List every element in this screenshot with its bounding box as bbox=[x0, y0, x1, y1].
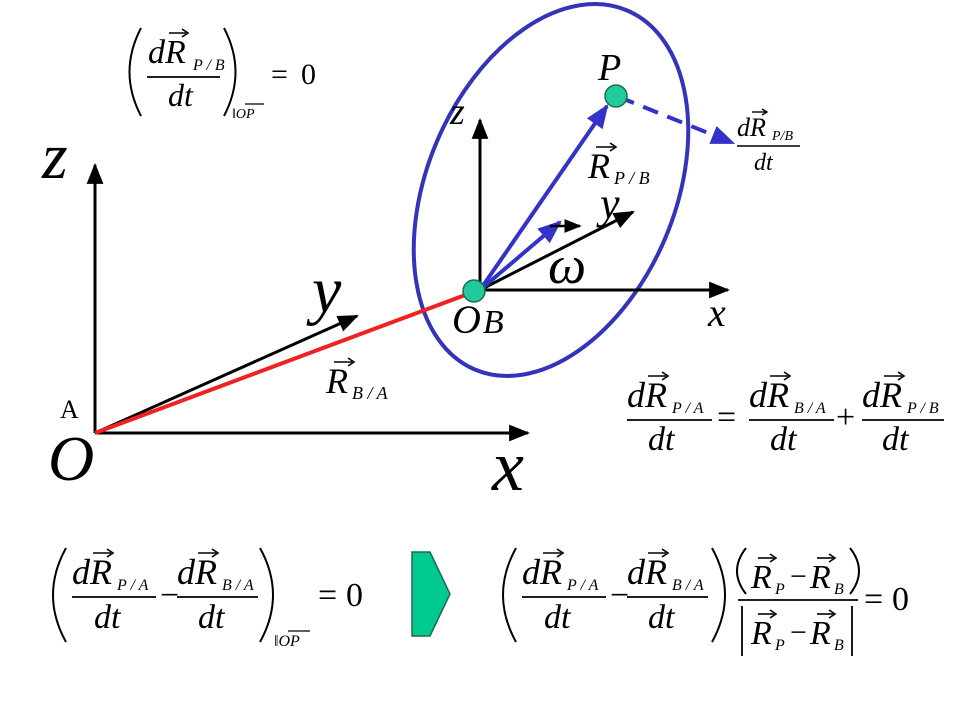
svg-text:B: B bbox=[834, 637, 844, 654]
svg-text:dt: dt bbox=[754, 150, 774, 176]
svg-text:0: 0 bbox=[301, 58, 316, 91]
label-point-P: P bbox=[597, 47, 621, 89]
svg-text:‖OP: ‖OP bbox=[274, 633, 300, 650]
velocity-P-B-dashed bbox=[618, 95, 736, 145]
svg-text:P / B: P / B bbox=[613, 168, 650, 188]
svg-text:=: = bbox=[717, 399, 736, 436]
svg-text:B: B bbox=[834, 581, 844, 598]
svg-text:−: − bbox=[160, 577, 179, 614]
svg-text:dt: dt bbox=[94, 599, 122, 636]
svg-text:dR: dR bbox=[627, 552, 667, 592]
svg-text:P / A: P / A bbox=[116, 577, 149, 594]
svg-text:dt: dt bbox=[882, 421, 910, 458]
svg-text:dR: dR bbox=[522, 552, 562, 592]
label-origin-O: O bbox=[48, 423, 94, 494]
svg-text:+: + bbox=[836, 399, 855, 436]
svg-text:R: R bbox=[750, 559, 772, 596]
svg-text:P / B: P / B bbox=[906, 400, 939, 417]
svg-text:dR: dR bbox=[737, 113, 766, 142]
label-A-z: z bbox=[41, 120, 68, 193]
svg-text:=: = bbox=[318, 577, 337, 614]
equation-velocity-sum: dR P / A dt = dR B / A dt + dR P / B dt bbox=[627, 371, 944, 458]
label-A-x: x bbox=[491, 426, 524, 506]
axis-A-y bbox=[94, 314, 359, 435]
svg-text:B / A: B / A bbox=[672, 577, 704, 594]
equation-bottom-left: dR P / A dt − dR B / A dt ‖OP = 0 bbox=[52, 547, 363, 650]
svg-text:dR: dR bbox=[862, 375, 902, 415]
equation-top-left: dR P / B dt ‖OP = 0 bbox=[128, 27, 316, 122]
svg-text:P: P bbox=[774, 581, 785, 598]
label-vector-R-B-A: R B / A bbox=[325, 357, 389, 403]
svg-text:R: R bbox=[809, 615, 831, 652]
svg-text:‖OP: ‖OP bbox=[232, 107, 255, 122]
svg-text:R: R bbox=[587, 146, 610, 186]
equation-bottom-right: dR P / A dt − dR B / A dt R P − R B R P … bbox=[502, 547, 909, 656]
svg-text:B / A: B / A bbox=[352, 383, 389, 403]
label-B-x: x bbox=[707, 290, 726, 335]
svg-text:P / A: P / A bbox=[566, 577, 599, 594]
svg-text:P: P bbox=[774, 637, 785, 654]
svg-text:P/B: P/B bbox=[771, 129, 793, 144]
label-omega: ω bbox=[548, 235, 586, 295]
svg-text:0: 0 bbox=[346, 577, 363, 614]
svg-text:−: − bbox=[790, 560, 807, 593]
svg-text:R: R bbox=[809, 559, 831, 596]
label-vector-R-P-B: R P / B bbox=[587, 142, 650, 188]
vector-R-B-A bbox=[94, 289, 477, 435]
vector-R-P-B bbox=[478, 104, 609, 292]
label-origin-OB: OB bbox=[452, 297, 504, 342]
svg-text:dR: dR bbox=[749, 375, 789, 415]
svg-text:dt: dt bbox=[168, 77, 194, 113]
svg-text:0: 0 bbox=[892, 581, 909, 618]
label-velocity-dR-P-B-dt: dR P/B dt bbox=[737, 108, 800, 176]
point-OB bbox=[462, 279, 486, 303]
svg-text:dt: dt bbox=[648, 421, 676, 458]
rigid-body-outline bbox=[411, 2, 691, 378]
svg-text:dR: dR bbox=[148, 34, 186, 71]
svg-text:dt: dt bbox=[648, 599, 676, 636]
svg-text:dR: dR bbox=[627, 375, 667, 415]
label-B-z: z bbox=[449, 91, 465, 133]
arrow-right-icon bbox=[411, 551, 451, 637]
svg-text:dR: dR bbox=[177, 552, 217, 592]
svg-text:dt: dt bbox=[198, 599, 226, 636]
svg-text:−: − bbox=[790, 616, 807, 649]
point-P bbox=[604, 84, 628, 108]
label-B-y: y bbox=[596, 179, 620, 228]
label-A-y: y bbox=[306, 254, 342, 327]
svg-text:B / A: B / A bbox=[794, 400, 826, 417]
svg-text:P / A: P / A bbox=[671, 400, 704, 417]
omega-vector bbox=[478, 220, 562, 292]
svg-text:dt: dt bbox=[770, 421, 798, 458]
svg-text:dt: dt bbox=[544, 599, 572, 636]
svg-text:B / A: B / A bbox=[222, 577, 254, 594]
svg-text:=: = bbox=[271, 58, 288, 91]
svg-text:R: R bbox=[325, 361, 348, 401]
svg-text:=: = bbox=[864, 581, 883, 618]
axis-B-y bbox=[479, 210, 635, 292]
svg-text:dR: dR bbox=[72, 552, 112, 592]
svg-text:R: R bbox=[750, 615, 772, 652]
label-frame-A: A bbox=[60, 395, 79, 424]
svg-text:P / B: P / B bbox=[192, 57, 225, 74]
svg-text:−: − bbox=[610, 577, 629, 614]
